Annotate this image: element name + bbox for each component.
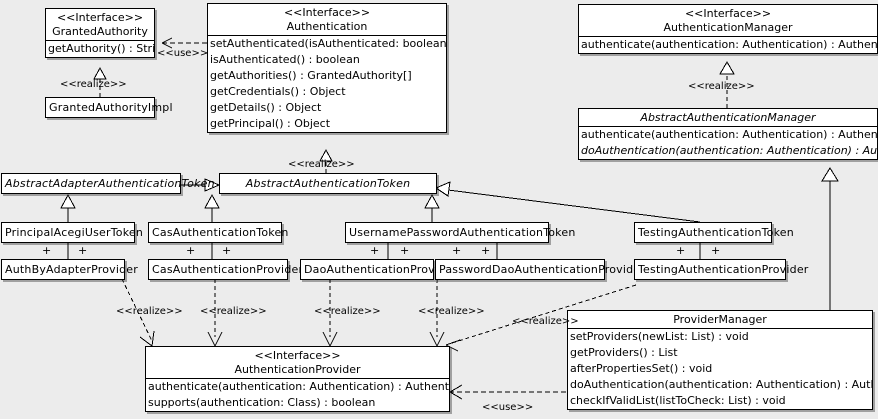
multiplicity-marker: +	[78, 244, 88, 257]
class-name-label: ProviderManager	[673, 313, 767, 326]
class-box-abstract-authentication-manager[interactable]: AbstractAuthenticationManager authentica…	[578, 108, 878, 160]
class-name-label: Authentication	[286, 20, 368, 33]
class-name-label: PasswordDaoAuthenticationProvider	[439, 263, 645, 276]
relation-label-realize-dao-provider: <<realize>>	[314, 306, 381, 317]
operation-row: authenticate(authentication: Authenticat…	[148, 380, 449, 393]
stereotype-label: <<Interface>>	[56, 11, 144, 24]
class-box-username-password-authentication-token[interactable]: UsernamePasswordAuthenticationToken	[345, 222, 576, 243]
operation-row: getCredentials() : Object	[210, 85, 346, 98]
multiplicity-marker: +	[222, 244, 232, 257]
class-header-abstract-authentication-manager: AbstractAuthenticationManager	[579, 109, 877, 126]
multiplicity-marker: +	[186, 244, 196, 257]
stereotype-label: <<Interface>>	[283, 6, 371, 19]
operation-row: authenticate(authentication: Authenticat…	[581, 128, 877, 141]
class-name-label: AbstractAuthenticationToken	[245, 177, 411, 190]
class-box-testing-authentication-token[interactable]: TestingAuthenticationToken	[634, 222, 794, 243]
multiplicity-marker: +	[452, 244, 462, 257]
operation-row: supports(authentication: Class) : boolea…	[148, 396, 376, 409]
operation-row: setAuthenticated(isAuthenticated: boolea…	[210, 37, 446, 50]
operation-row: doAuthentication(authentication: Authent…	[581, 144, 877, 157]
operation-row: doAuthentication(authentication: Authent…	[570, 378, 872, 391]
class-name-label: AbstractAuthenticationManager	[640, 111, 816, 124]
relation-label-realize-cas-provider: <<realize>>	[200, 306, 267, 317]
multiplicity-marker: +	[400, 244, 410, 257]
class-name-label: PrincipalAcegiUserToken	[5, 226, 144, 239]
relation-label-realize-password-dao-provider: <<realize>>	[418, 306, 485, 317]
relation-label-realize-testing-provider: <<realize>>	[512, 316, 579, 327]
class-box-password-dao-authentication-provider[interactable]: PasswordDaoAuthenticationProvider	[435, 259, 645, 280]
multiplicity-marker: +	[711, 244, 721, 257]
class-header-granted-authority: <<Interface>> GrantedAuthority	[46, 9, 154, 40]
operation-row: getProviders() : List	[570, 346, 678, 359]
multiplicity-marker: +	[42, 244, 52, 257]
operations-compartment: getAuthority() : String	[46, 40, 154, 57]
multiplicity-marker: +	[370, 244, 380, 257]
operation-row: getDetails() : Object	[210, 101, 322, 114]
class-header-authentication-manager: <<Interface>> AuthenticationManager	[579, 5, 877, 36]
class-box-granted-authority[interactable]: <<Interface>> GrantedAuthority getAuthor…	[45, 8, 155, 58]
relation-label-realize-authentication-manager: <<realize>>	[688, 81, 755, 92]
class-box-authentication[interactable]: <<Interface>> Authentication setAuthenti…	[207, 3, 447, 133]
relation-label-use-provider-manager: <<use>>	[482, 402, 534, 413]
operation-row: getAuthority() : String	[48, 42, 154, 55]
class-name-label: CasAuthenticationToken	[152, 226, 289, 239]
stereotype-label: <<Interface>>	[254, 349, 341, 362]
class-header-authentication: <<Interface>> Authentication	[208, 4, 446, 35]
class-box-provider-manager[interactable]: ProviderManager setProviders(newList: Li…	[567, 310, 873, 410]
class-name-label: AuthenticationProvider	[234, 363, 361, 376]
multiplicity-marker: +	[481, 244, 491, 257]
class-box-authentication-manager[interactable]: <<Interface>> AuthenticationManager auth…	[578, 4, 878, 54]
class-name-label: TestingAuthenticationToken	[638, 226, 794, 239]
class-box-abstract-adapter-authentication-token[interactable]: AbstractAdapterAuthenticationToken	[1, 173, 215, 194]
operations-compartment: authenticate(authentication: Authenticat…	[146, 378, 449, 411]
class-box-dao-authentication-provider[interactable]: DaoAuthenticationProvider	[300, 259, 457, 280]
operation-row: getAuthorities() : GrantedAuthority[]	[210, 69, 412, 82]
class-name-label: AuthenticationManager	[663, 21, 793, 34]
class-name-label: AuthByAdapterProvider	[5, 263, 138, 276]
relation-label-use-granted-authority: <<use>>	[157, 48, 209, 59]
class-box-authentication-provider[interactable]: <<Interface>> AuthenticationProvider aut…	[145, 346, 450, 412]
operations-compartment: setAuthenticated(isAuthenticated: boolea…	[208, 35, 446, 132]
operation-row: setProviders(newList: List) : void	[570, 330, 749, 343]
operation-row: checkIfValidList(listToCheck: List) : vo…	[570, 394, 786, 407]
class-header-provider-manager: ProviderManager	[568, 311, 872, 328]
operation-row: isAuthenticated() : boolean	[210, 53, 360, 66]
operation-row: afterPropertiesSet() : void	[570, 362, 713, 375]
class-box-testing-authentication-provider[interactable]: TestingAuthenticationProvider	[634, 259, 809, 280]
class-box-abstract-authentication-token[interactable]: AbstractAuthenticationToken	[219, 173, 437, 194]
relation-label-realize-abstract-authentication-token: <<realize>>	[288, 159, 355, 170]
class-box-principal-acegi-user-token[interactable]: PrincipalAcegiUserToken	[1, 222, 144, 243]
operations-compartment: setProviders(newList: List) : void getPr…	[568, 328, 872, 409]
stereotype-label: <<Interface>>	[684, 7, 772, 20]
class-name-label: TestingAuthenticationProvider	[638, 263, 809, 276]
class-name-label: GrantedAuthorityImpl	[49, 101, 173, 114]
operation-row: authenticate(authentication: Authenticat…	[581, 38, 877, 51]
class-name-label: DaoAuthenticationProvider	[304, 263, 457, 276]
relation-label-realize-auth-by-adapter: <<realize>>	[116, 306, 183, 317]
operations-compartment: authenticate(authentication: Authenticat…	[579, 36, 877, 53]
class-name-label: CasAuthenticationProvider	[152, 263, 304, 276]
class-box-granted-authority-impl[interactable]: GrantedAuthorityImpl	[45, 97, 173, 118]
operation-row: getPrincipal() : Object	[210, 117, 331, 130]
operations-compartment: authenticate(authentication: Authenticat…	[579, 126, 877, 159]
class-box-cas-authentication-provider[interactable]: CasAuthenticationProvider	[148, 259, 304, 280]
class-name-label: GrantedAuthority	[52, 25, 148, 38]
class-header-authentication-provider: <<Interface>> AuthenticationProvider	[146, 347, 449, 378]
relation-label-realize-granted-authority-impl: <<realize>>	[60, 79, 127, 90]
class-name-label: UsernamePasswordAuthenticationToken	[349, 226, 576, 239]
class-name-label: AbstractAdapterAuthenticationToken	[5, 177, 215, 190]
class-box-cas-authentication-token[interactable]: CasAuthenticationToken	[148, 222, 289, 243]
class-box-auth-by-adapter-provider[interactable]: AuthByAdapterProvider	[1, 259, 138, 280]
multiplicity-marker: +	[676, 244, 686, 257]
